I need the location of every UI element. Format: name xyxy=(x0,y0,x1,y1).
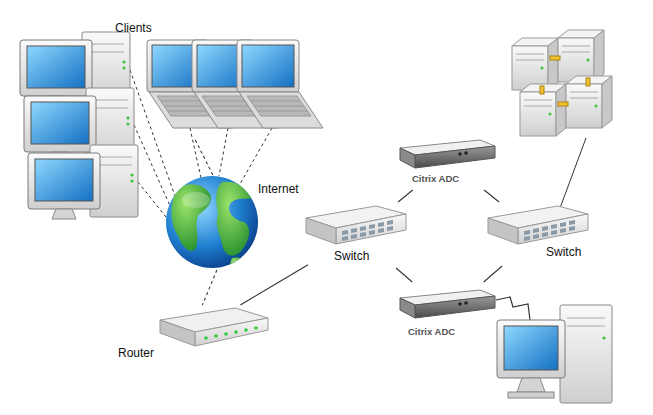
desktop-computer-part xyxy=(508,392,554,398)
adc-node: Citrix ADC xyxy=(398,132,498,190)
network-cable xyxy=(240,265,308,305)
globe-part xyxy=(182,192,210,208)
network-cable xyxy=(398,190,413,202)
client-lines-part xyxy=(138,182,170,222)
desktop-computer xyxy=(497,305,612,403)
node-label: Internet xyxy=(258,183,299,197)
adc-appliance xyxy=(400,140,495,168)
router-device-part xyxy=(204,326,258,340)
network-cable xyxy=(484,266,502,282)
node-label: Switch xyxy=(334,250,369,264)
desktop-computer-part xyxy=(567,326,605,327)
desktop-computer-part xyxy=(602,336,605,339)
server-group-part xyxy=(558,30,604,82)
server-group-part-part xyxy=(586,78,590,86)
server-group xyxy=(512,30,612,136)
router-device-part-part xyxy=(254,326,258,330)
client-lines-part xyxy=(240,128,272,184)
client-link xyxy=(496,297,530,320)
desktop-computer-part xyxy=(560,305,612,403)
server-group-part xyxy=(566,76,612,128)
globe-part xyxy=(166,176,258,268)
device-label: Citrix ADC xyxy=(412,174,459,185)
globe-part-part xyxy=(228,257,245,270)
router-device-part-part xyxy=(224,332,228,336)
switch-node: Switch xyxy=(488,202,590,266)
node-label: Switch xyxy=(546,246,581,260)
desktop-computers-part xyxy=(28,145,138,219)
server-group-part xyxy=(512,38,558,90)
router-device-part-part xyxy=(234,330,238,334)
node-label: Router xyxy=(118,347,154,361)
desktop-computer-part xyxy=(497,320,565,378)
internet-cloud: Internet xyxy=(165,175,308,270)
laptop-computers xyxy=(147,40,323,128)
server-group-part-part xyxy=(540,86,544,94)
client-lines-part xyxy=(219,128,228,176)
internet-link xyxy=(195,140,212,175)
switch-device xyxy=(306,206,406,244)
desktop-computer-part xyxy=(567,318,605,319)
globe-part xyxy=(172,182,254,270)
client-group: Clients xyxy=(15,18,315,140)
globe-part-part xyxy=(216,182,254,256)
network-cable xyxy=(396,268,412,282)
server-group-part-part xyxy=(550,56,560,60)
router-device-part-part xyxy=(244,328,248,332)
router-device-part-part xyxy=(204,336,208,340)
device-label: Citrix ADC xyxy=(408,327,455,338)
server-link xyxy=(560,138,586,208)
globe-part-part xyxy=(172,184,211,251)
server-group-part xyxy=(520,84,566,136)
server-group-part-part xyxy=(558,102,568,106)
network-cable xyxy=(484,190,499,202)
router-node: Router xyxy=(112,305,268,365)
globe xyxy=(166,176,258,270)
router-device-part xyxy=(160,320,195,346)
desktop-computer-part xyxy=(517,378,545,392)
internet-link xyxy=(202,270,216,305)
client-lines-part xyxy=(190,128,201,178)
server-group-part xyxy=(540,56,590,106)
laptop-computers-part xyxy=(237,40,323,128)
adc-node: Citrix ADC xyxy=(398,282,498,344)
switch-node: Switch xyxy=(308,202,408,268)
adc-appliance xyxy=(400,290,495,318)
router-device-part-part xyxy=(214,334,218,338)
router-device xyxy=(160,308,268,346)
node-label: Clients xyxy=(115,22,152,36)
switch-device xyxy=(488,206,588,244)
client-lines-part xyxy=(134,125,171,208)
router-device-part xyxy=(195,318,268,346)
desktop-computers xyxy=(20,32,138,219)
desktop-computer-part xyxy=(504,326,558,370)
